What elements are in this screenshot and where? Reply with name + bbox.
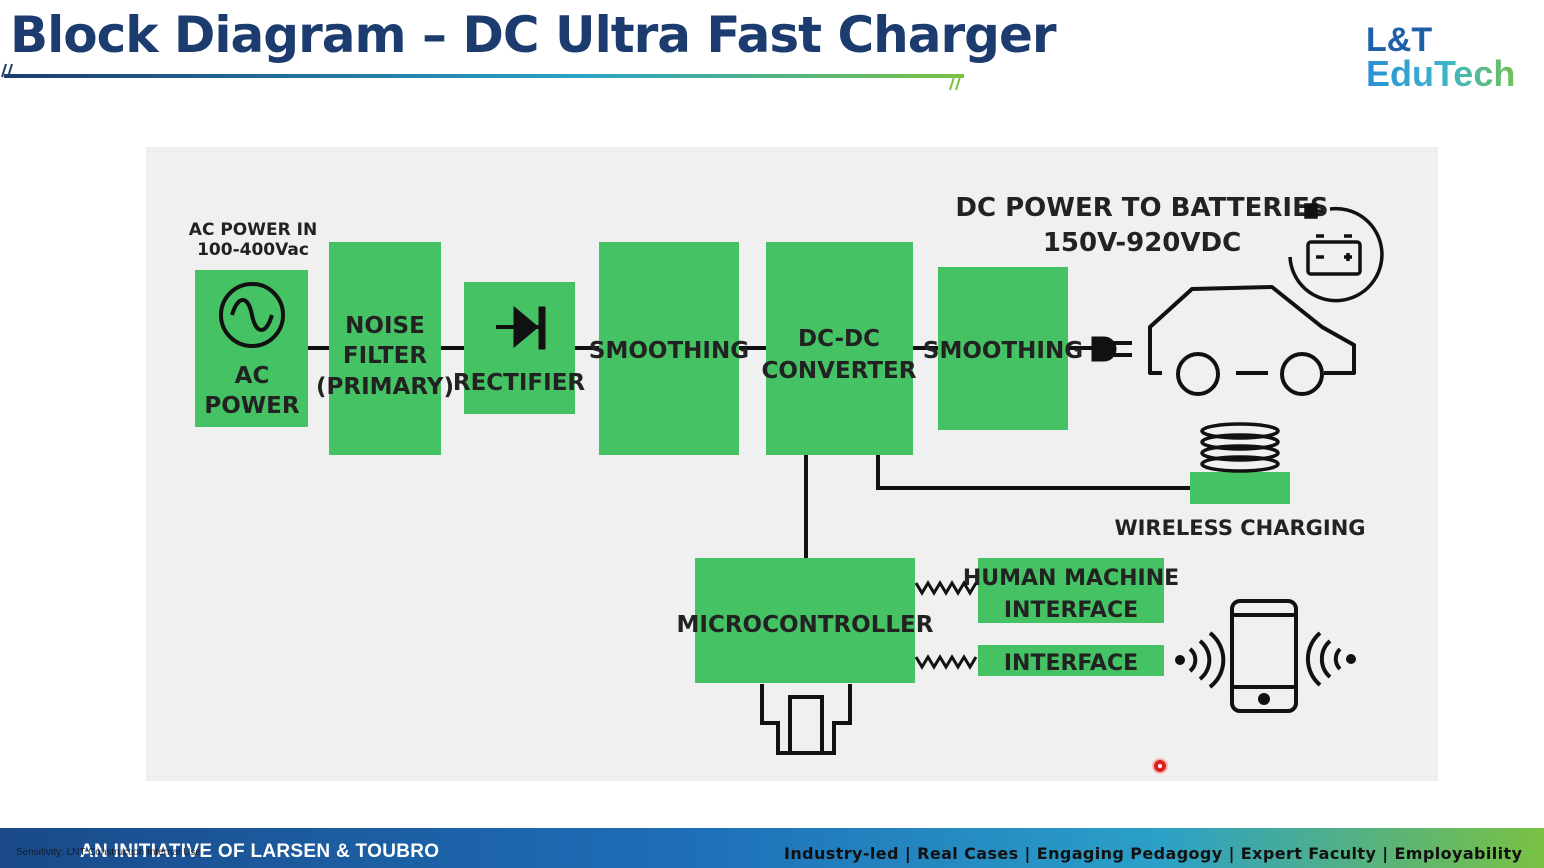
footer-bar: AN INITIATIVE OF LARSEN & TOUBRO Sensiti… — [0, 828, 1544, 868]
ac-power-label-2: POWER — [204, 393, 299, 419]
block-diagram-canvas: AC POWER IN 100-400Vac AC POWER NOISE FI… — [189, 193, 1384, 755]
block-microcontroller — [695, 558, 915, 683]
input-label-1: AC POWER IN — [189, 220, 317, 240]
block-dcdc-converter — [766, 242, 913, 455]
page-title: Block Diagram – DC Ultra Fast Charger — [10, 6, 1057, 64]
sensitivity-label: Sensitivity: LNT Construction Internal U… — [16, 847, 201, 858]
smartphone-icon — [1230, 599, 1298, 713]
block-noise-filter — [329, 242, 441, 455]
footer-initiative-text: AN INITIATIVE OF LARSEN & TOUBRO — [80, 841, 440, 862]
output-label-2: 150V-920VDC — [1043, 228, 1241, 258]
dcdc-label-1: DC-DC — [798, 326, 880, 352]
wireless-signal-icon — [1175, 631, 1226, 689]
wireless-pad — [1190, 472, 1290, 504]
smoothing-1-label: SMOOTHING — [589, 338, 749, 364]
diode-icon — [496, 305, 546, 350]
plug-icon — [1091, 336, 1132, 362]
sine-wave-icon — [219, 282, 285, 348]
logo-line2: EduTech — [1366, 56, 1526, 92]
ac-power-label-1: AC — [235, 363, 270, 389]
smoothing-2-label: SMOOTHING — [923, 338, 1083, 364]
phone-signal-icon — [1305, 631, 1356, 687]
logo-line1: L&T — [1366, 21, 1433, 59]
laser-pointer-dot — [1154, 760, 1166, 772]
battery-icon — [1288, 203, 1384, 303]
block-diagram: AC POWER IN 100-400Vac AC POWER NOISE FI… — [146, 147, 1438, 781]
block-hmi — [978, 558, 1164, 623]
car-icon — [1148, 285, 1356, 396]
hmi-label-2: INTERFACE — [1004, 598, 1138, 623]
footer-tagline: Industry-led | Real Cases | Engaging Ped… — [784, 844, 1523, 863]
connection-lines — [308, 346, 1190, 558]
output-label-1: DC POWER TO BATTERIES — [955, 193, 1328, 223]
block-smoothing-2 — [938, 267, 1068, 430]
block-labels: AC POWER IN 100-400Vac AC POWER NOISE FI… — [189, 193, 1366, 676]
noise-filter-label-1: NOISE — [345, 313, 425, 339]
wireless-charging-label: WIRELESS CHARGING — [1114, 516, 1365, 540]
dcdc-label-2: CONVERTER — [762, 358, 917, 384]
connector-icon — [760, 684, 852, 755]
block-rectifier — [464, 282, 575, 414]
hmi-link-icon — [914, 580, 978, 670]
block-smoothing-1 — [599, 242, 739, 455]
coil-icon — [1200, 422, 1280, 473]
title-underline — [1, 63, 964, 91]
input-label-2: 100-400Vac — [197, 240, 309, 260]
block-interface — [978, 645, 1164, 676]
lt-edutech-logo: L&T EduTech — [1366, 21, 1526, 92]
rectifier-label: RECTIFIER — [453, 370, 586, 396]
blocks — [195, 242, 1290, 683]
noise-filter-label-2: FILTER — [343, 343, 428, 369]
microcontroller-label: MICROCONTROLLER — [677, 612, 934, 638]
block-ac-power — [195, 270, 308, 427]
noise-filter-label-3: (PRIMARY) — [316, 374, 454, 400]
hmi-label-1: HUMAN MACHINE — [963, 566, 1179, 591]
interface-label: INTERFACE — [1004, 651, 1138, 676]
